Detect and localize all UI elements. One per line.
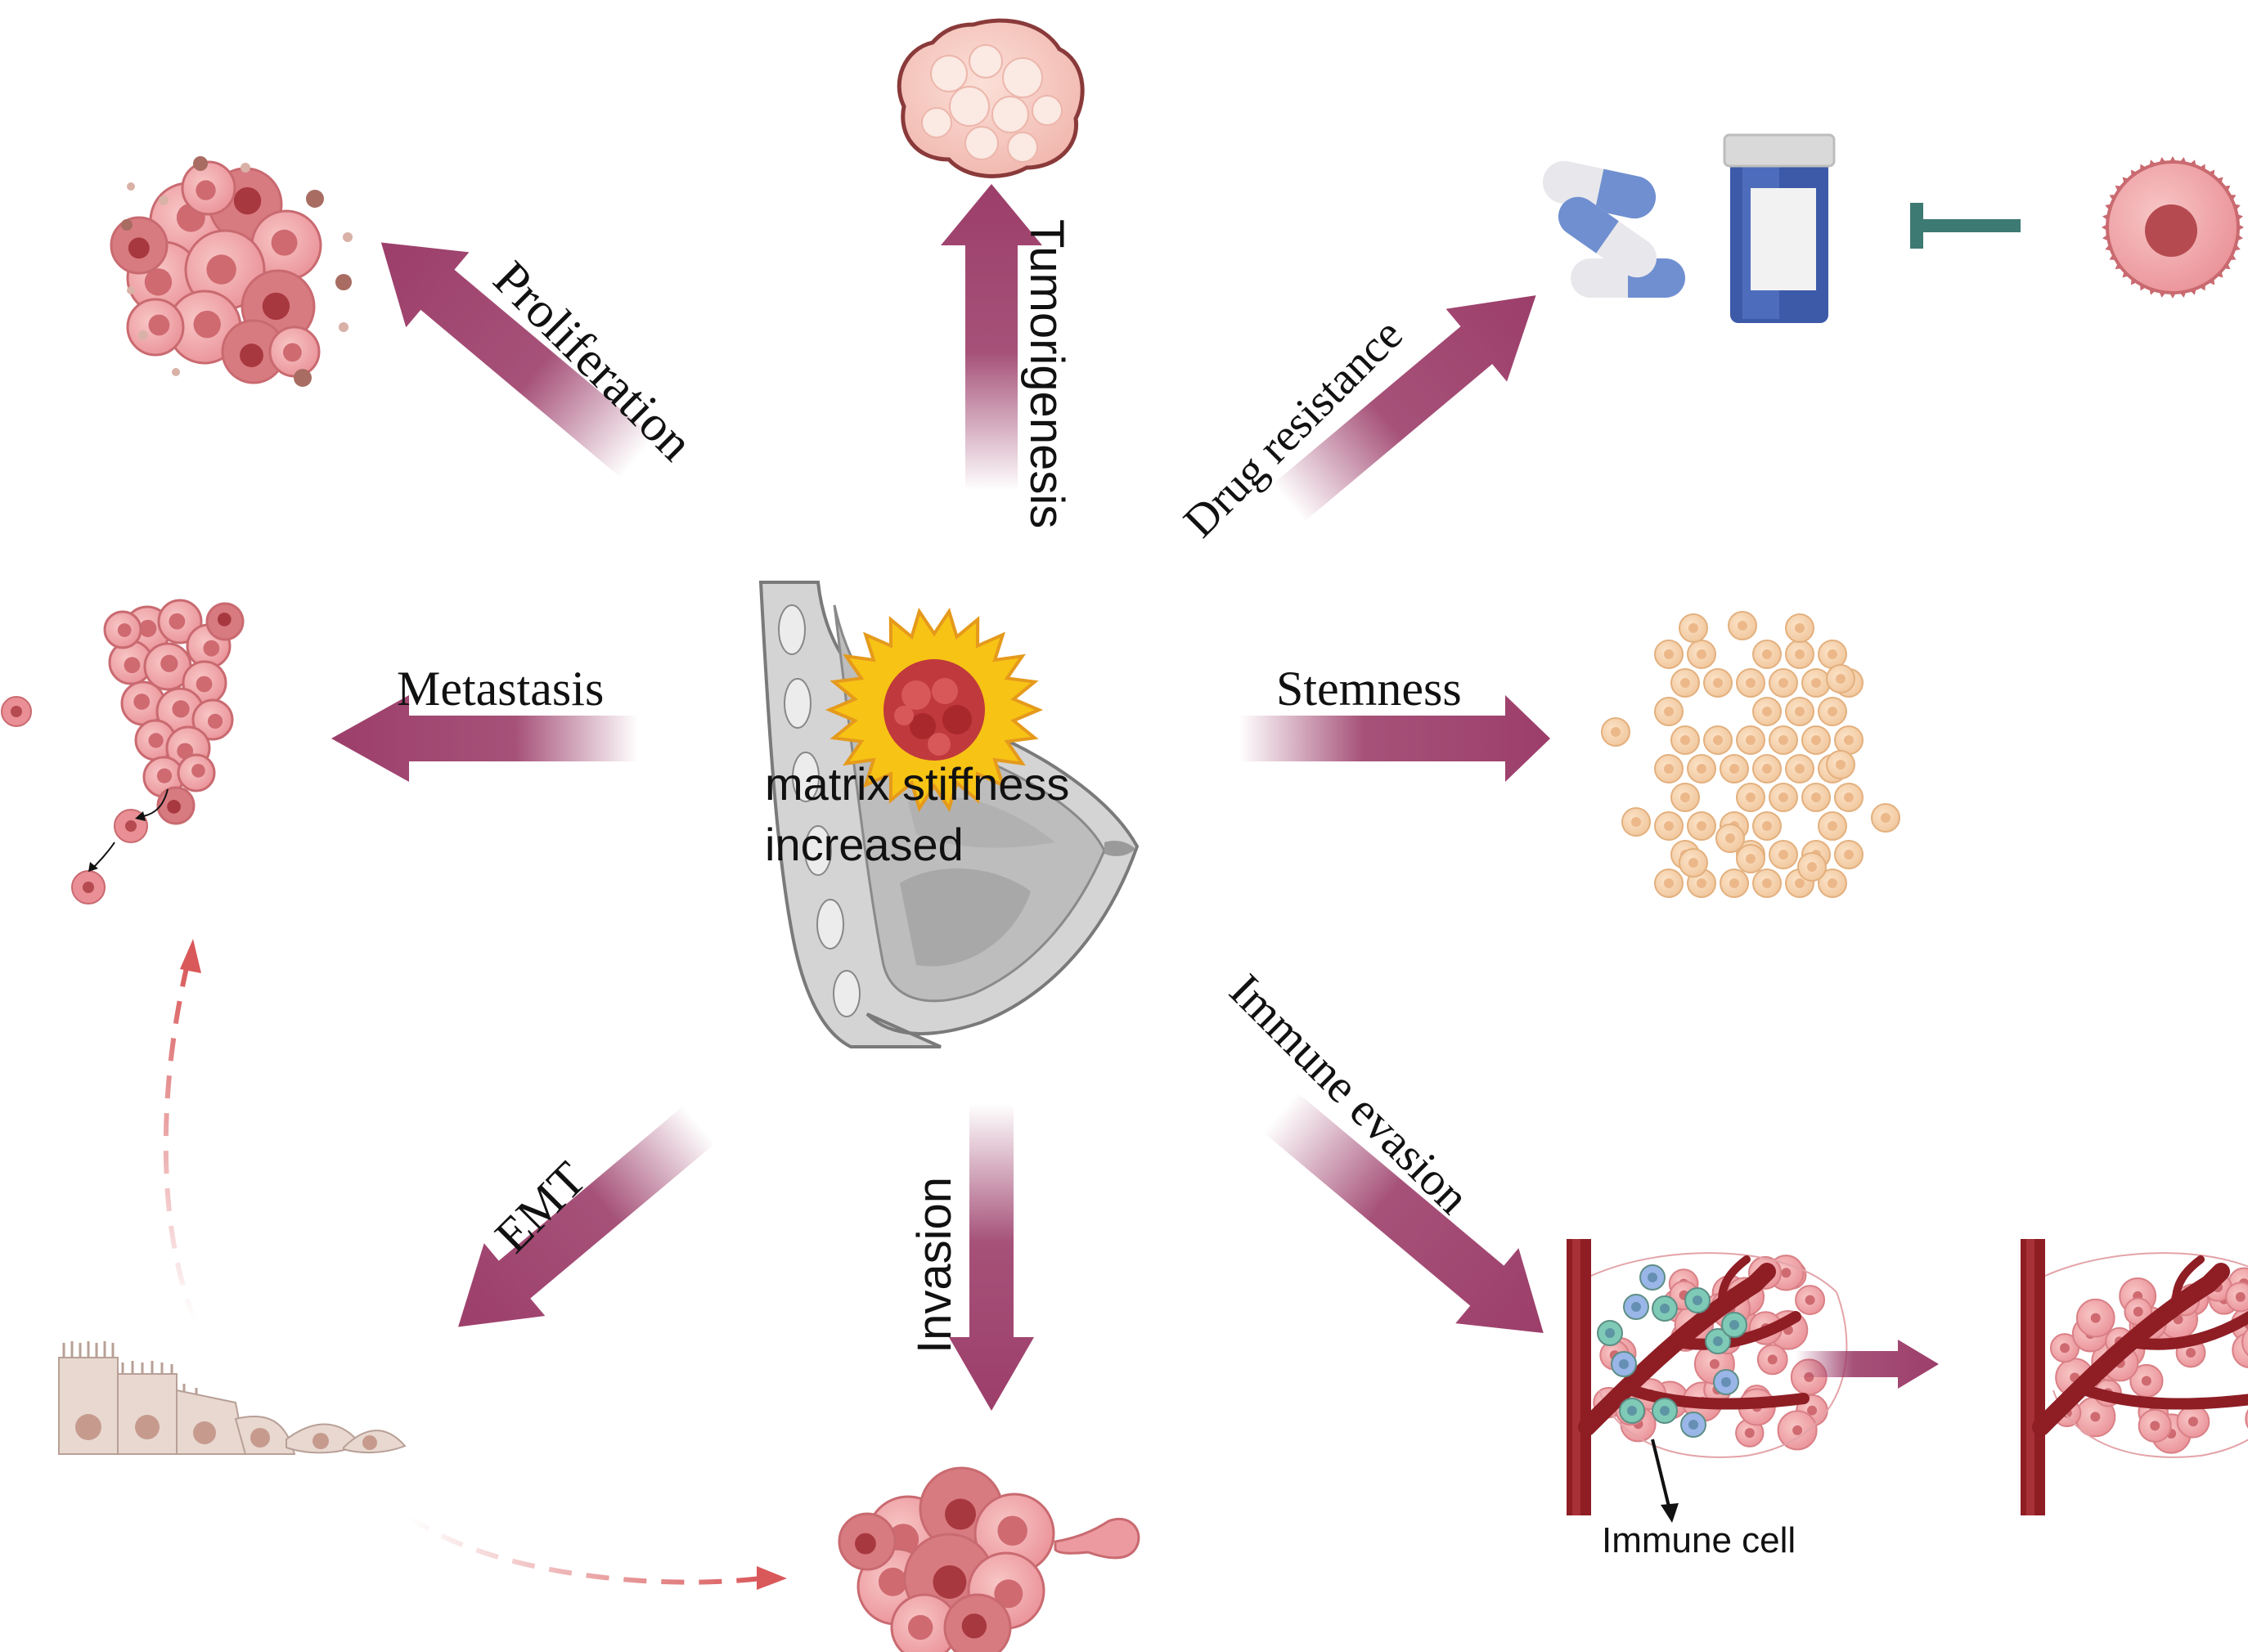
- pill-bottle-icon: [1723, 133, 1836, 323]
- arrow-immune-progression: [1796, 1340, 1939, 1389]
- metastasis-cluster: [1, 599, 245, 905]
- emt-epithelium: [58, 1341, 407, 1455]
- arrow-metastasis: [331, 695, 638, 782]
- tumor-vessel-with-immune-cells: [1567, 1239, 1848, 1515]
- arrow-drug-resistance: [1272, 295, 1536, 522]
- label-tumorigenesis: Tumorigenesis: [1020, 219, 1073, 528]
- tumor-mass-top: [897, 18, 1085, 178]
- arrow-immune-evasion: [1263, 1092, 1544, 1333]
- arrow-emt: [458, 1106, 716, 1327]
- proliferation-cluster: [110, 156, 353, 387]
- tumor-vessel-without-immune-cells: [2021, 1239, 2248, 1515]
- dashed-arrow-emt-to-invasion: [407, 1515, 787, 1590]
- arrow-stemness: [1239, 695, 1550, 782]
- center-label-line2: increased: [765, 819, 964, 870]
- invasive-cluster: [838, 1466, 1140, 1652]
- drug-pills-icon: [1542, 160, 1685, 298]
- central-tumor: [883, 659, 985, 761]
- arrow-proliferation: [380, 242, 655, 478]
- arrow-tumorigenesis: [941, 184, 1042, 491]
- dashed-arrow-emt-to-metastasis: [163, 939, 201, 1322]
- center-label-line1: matrix stiffness: [765, 758, 1069, 810]
- label-stemness: Stemness: [1276, 662, 1462, 716]
- inhibition-icon: [1910, 203, 2021, 249]
- stem-cell-cluster: [1601, 611, 1900, 898]
- label-metastasis: Metastasis: [397, 662, 604, 716]
- label-immune-cell: Immune cell: [1602, 1520, 1796, 1560]
- label-invasion: Invasion: [908, 1177, 961, 1353]
- arrow-invasion: [949, 1104, 1034, 1411]
- cancer-cell-icon-resistant: [2101, 155, 2245, 299]
- immune-cell-callout: [1651, 1439, 1679, 1523]
- stiffness-starburst: [825, 607, 1044, 813]
